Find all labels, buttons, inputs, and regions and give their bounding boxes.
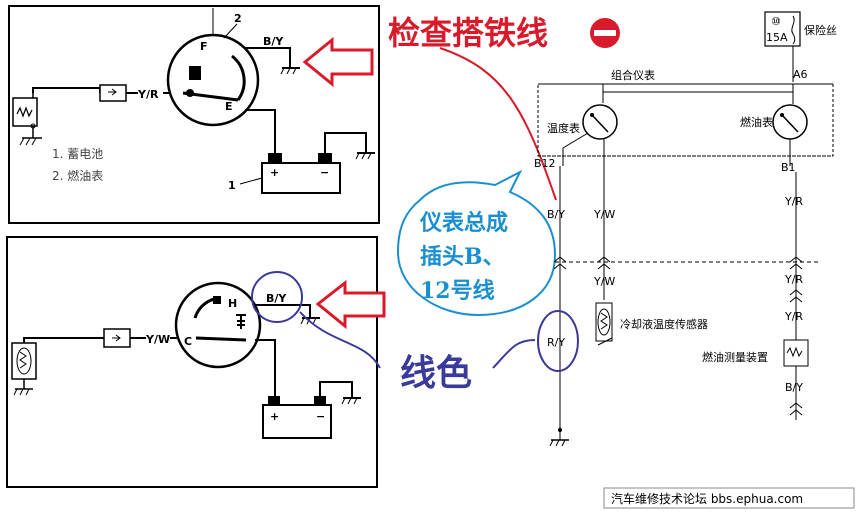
annotation-check-ground: 检查搭铁线 <box>388 14 548 52</box>
gauge-e-label: E <box>225 100 233 113</box>
wire-yr-1: Y/R <box>784 195 803 208</box>
highlight-circle-ry <box>537 310 579 372</box>
fuel-gauge-schematic <box>772 104 808 140</box>
fuel-gauge-symbol: F E <box>166 33 260 127</box>
svg-text:+: + <box>270 410 279 423</box>
fuel-pump-icon <box>189 66 201 80</box>
temp-gauge-schematic <box>582 104 618 140</box>
wire-label-yr-top: Y/R <box>137 88 159 101</box>
top-left-panel: Y/R F E 2 B/Y <box>8 5 380 224</box>
footer-text: 汽车维修技术论坛 bbs.ephua.com <box>611 491 803 506</box>
coolant-sensor-symbol <box>11 342 37 396</box>
battery-symbol-bottom: + − <box>262 381 361 439</box>
right-schematic: ⑩ 15A 保险丝 A6 组合仪表 温度表 燃油表 B12 B1 <box>534 11 837 447</box>
top-left-frame <box>8 5 380 224</box>
coolant-temp-icon <box>236 314 246 329</box>
wire-label-by-top: B/Y <box>263 35 284 48</box>
gauge-f-label: F <box>200 40 208 53</box>
fuel-sender-schematic <box>783 339 809 420</box>
fuse-box <box>764 11 801 47</box>
red-arrow-bottom <box>315 279 386 330</box>
minus-icon <box>590 18 620 48</box>
fuse-number: ⑩ <box>771 15 781 28</box>
cyan-text-line1: 仪表总成 <box>419 210 508 236</box>
cyan-callout-bubble <box>396 169 557 317</box>
pin-b1: B1 <box>781 161 796 174</box>
wire-yr-3: Y/R <box>784 310 803 323</box>
callout-number-1: 1 <box>228 179 236 192</box>
ground-symbol-schematic <box>549 428 569 447</box>
fuse-symbol <box>791 15 796 45</box>
svg-text:−: − <box>320 166 329 179</box>
fuse-label: 保险丝 <box>804 23 837 37</box>
annotation-wire-color: 线色 <box>400 352 472 394</box>
temp-gauge-symbol: H C <box>174 281 262 369</box>
cyan-text-line3: 12号线 <box>420 278 495 304</box>
svg-text:−: − <box>316 410 325 423</box>
connector-yr <box>99 84 127 102</box>
navy-pointer-left <box>299 311 381 369</box>
fuel-sender-symbol <box>12 93 42 146</box>
footer-box <box>603 487 855 509</box>
coolant-sensor-label: 冷却液温度传感器 <box>620 317 708 331</box>
cluster-label: 组合仪表 <box>611 68 655 82</box>
wire-by-2: B/Y <box>785 381 803 394</box>
pin-a6: A6 <box>793 68 808 81</box>
bottom-left-frame <box>6 236 378 488</box>
bottom-left-panel: Y/W H C B/Y + − <box>6 236 386 488</box>
wire-yr-2: Y/R <box>784 273 803 286</box>
highlight-circle-by <box>251 271 303 323</box>
battery-symbol: + − <box>261 132 375 194</box>
navy-pointer-right <box>492 339 536 369</box>
callout-number-2: 2 <box>234 12 242 25</box>
wire-yw-1: Y/W <box>593 208 615 221</box>
gauge-h-label: H <box>228 297 237 310</box>
wire-ry: R/Y <box>547 336 565 349</box>
coolant-sensor-schematic <box>595 302 613 346</box>
temp-gauge-label: 温度表 <box>547 121 580 135</box>
wire-by-schematic: B/Y <box>547 208 565 221</box>
fuel-sender-label: 燃油测量装置 <box>702 350 768 364</box>
wire-label-by-bottom: B/Y <box>266 292 287 305</box>
fuel-gauge-label: 燃油表 <box>740 115 773 129</box>
red-arrow-top <box>302 36 374 88</box>
legend-item-2: 2. 燃油表 <box>52 168 103 183</box>
red-pointer-line <box>439 47 557 201</box>
wire-label-yw-bottom: Y/W <box>145 333 170 346</box>
svg-text:+: + <box>270 166 279 179</box>
fuse-rating: 15A <box>766 31 788 44</box>
ground-symbol-top <box>280 67 300 75</box>
gauge-c-label: C <box>184 335 192 348</box>
pin-b12: B12 <box>534 157 556 170</box>
legend-item-1: 1. 蓄电池 <box>52 147 103 161</box>
cyan-text-line2: 插头B、 <box>420 244 505 270</box>
wire-yw-2: Y/W <box>593 275 615 288</box>
